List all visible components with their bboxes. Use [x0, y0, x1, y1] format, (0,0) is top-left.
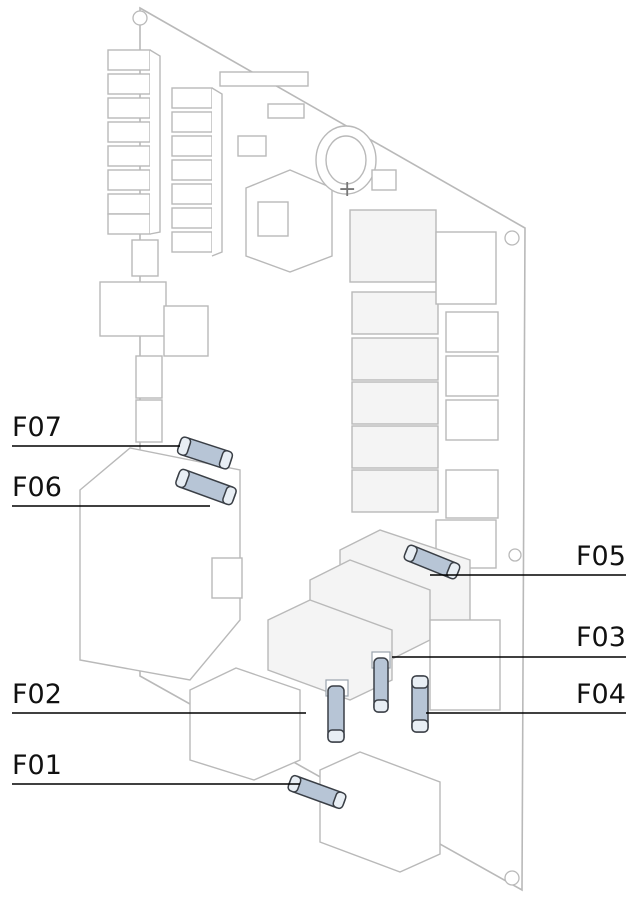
- label-f02: F02: [12, 679, 62, 710]
- fuse-f03: [371, 651, 391, 713]
- fuse-f01: [287, 774, 347, 810]
- rj45-jack: [245, 169, 333, 273]
- fuse-f05: [403, 544, 461, 580]
- left-connector-stack: [107, 49, 161, 235]
- label-f05: F05: [576, 541, 626, 572]
- relay-bank: [349, 209, 439, 513]
- label-f07: F07: [12, 412, 62, 443]
- fuse-f07: [176, 436, 234, 470]
- fuse-labels: F07 F06 F05 F03 F02 F04 F01: [12, 412, 626, 781]
- top-header: [219, 71, 309, 157]
- bottom-terminal-block: [319, 751, 441, 873]
- fuse-f02: [325, 679, 349, 743]
- label-f04: F04: [576, 679, 626, 710]
- label-f06: F06: [12, 472, 62, 503]
- fuse-f06: [175, 468, 237, 506]
- right-lower-terminals: [429, 619, 501, 711]
- lower-left-component: [189, 667, 301, 781]
- leader-lines: [12, 445, 626, 785]
- label-f01: F01: [12, 750, 62, 781]
- label-f03: F03: [576, 622, 626, 653]
- center-connector-stack: [171, 87, 223, 257]
- fuse-f04: [411, 675, 429, 733]
- battery-plus-symbol: +: [338, 177, 356, 202]
- battery-holder: +: [315, 125, 397, 202]
- small-connectors-left: [99, 239, 209, 443]
